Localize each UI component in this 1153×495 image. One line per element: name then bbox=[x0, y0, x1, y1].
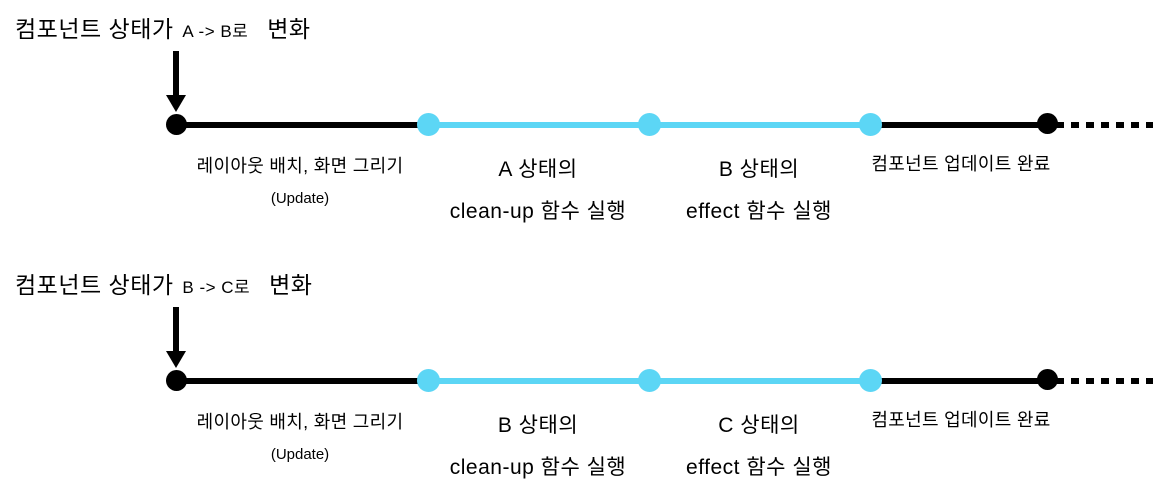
update-phase-label: 레이아웃 배치, 화면 그리기 bbox=[196, 412, 404, 432]
segment-continuation-dashed bbox=[1056, 122, 1153, 128]
update-sublabel: (Update) bbox=[270, 446, 330, 463]
cleanup-start-dot bbox=[417, 369, 440, 392]
segment-continuation-dashed bbox=[1056, 378, 1153, 384]
timeline-start-dot bbox=[166, 114, 187, 135]
segment-effect bbox=[649, 122, 870, 128]
update-complete-label: 컴포넌트 업데이트 완료 bbox=[871, 410, 1051, 430]
update-complete-dot bbox=[1037, 369, 1058, 390]
arrow-head bbox=[166, 351, 186, 368]
segment-complete bbox=[870, 378, 1048, 384]
state-transition-text: A -> B로 bbox=[182, 22, 249, 41]
arrow-shaft bbox=[173, 307, 179, 351]
title-suffix-text: 변화 bbox=[267, 16, 311, 42]
effect-state-label: C 상태의 bbox=[718, 414, 800, 437]
effect-state-label: B 상태의 bbox=[718, 158, 800, 181]
update-complete-dot bbox=[1037, 113, 1058, 134]
effect-end-dot bbox=[859, 369, 882, 392]
segment-cleanup bbox=[428, 378, 649, 384]
effect-start-dot bbox=[638, 369, 661, 392]
state-change-title-1: 컴포넌트 상태가 A -> B로 변화 bbox=[15, 10, 311, 44]
cleanup-state-label: B 상태의 bbox=[497, 414, 579, 437]
title-main-text: 컴포넌트 상태가 bbox=[15, 272, 174, 298]
arrow-shaft bbox=[173, 51, 179, 95]
effect-action-label: effect 함수 실행 bbox=[686, 456, 832, 479]
update-sublabel: (Update) bbox=[270, 190, 330, 207]
cleanup-start-dot bbox=[417, 113, 440, 136]
cleanup-action-label: clean-up 함수 실행 bbox=[449, 456, 627, 479]
state-transition-text: B -> C로 bbox=[182, 278, 251, 297]
timeline-start-dot bbox=[166, 370, 187, 391]
segment-update bbox=[176, 122, 428, 128]
update-phase-label: 레이아웃 배치, 화면 그리기 bbox=[196, 156, 404, 176]
title-suffix-text: 변화 bbox=[269, 272, 313, 298]
cleanup-action-label: clean-up 함수 실행 bbox=[449, 200, 627, 223]
effect-start-dot bbox=[638, 113, 661, 136]
segment-update bbox=[176, 378, 428, 384]
segment-effect bbox=[649, 378, 870, 384]
title-main-text: 컴포넌트 상태가 bbox=[15, 16, 174, 42]
cleanup-state-label: A 상태의 bbox=[498, 158, 578, 181]
arrow-head bbox=[166, 95, 186, 112]
effect-end-dot bbox=[859, 113, 882, 136]
update-complete-label: 컴포넌트 업데이트 완료 bbox=[871, 154, 1051, 174]
segment-complete bbox=[870, 122, 1048, 128]
effect-action-label: effect 함수 실행 bbox=[686, 200, 832, 223]
state-change-title-2: 컴포넌트 상태가 B -> C로 변화 bbox=[15, 266, 312, 300]
segment-cleanup bbox=[428, 122, 649, 128]
